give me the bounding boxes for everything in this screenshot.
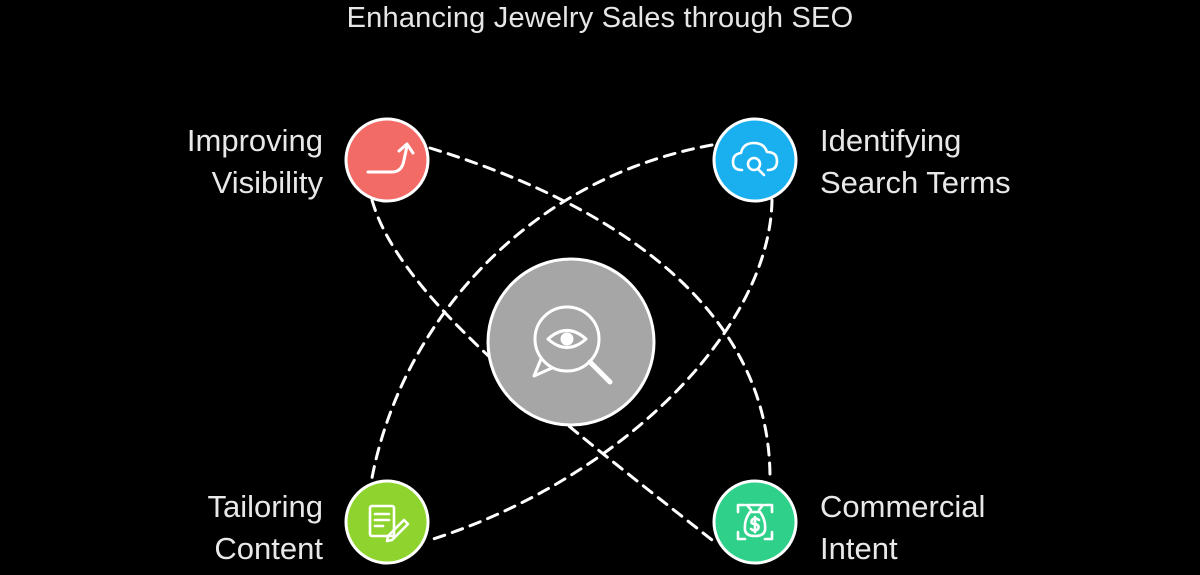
diagram-title: Enhancing Jewelry Sales through SEO	[346, 2, 854, 34]
trend-arrow-up-icon	[366, 142, 415, 174]
node-circle	[712, 117, 798, 203]
connector-top-left-to-bottom-right	[428, 146, 772, 480]
label-line: Tailoring	[207, 489, 323, 524]
label-improving-visibility: Improving Visibility	[63, 120, 323, 204]
node-commercial-intent	[712, 479, 798, 565]
connector-top-left-to-bottom-left	[370, 198, 714, 542]
node-identifying-search-terms	[712, 117, 798, 203]
label-line: Visibility	[211, 165, 323, 200]
node-circle	[344, 479, 430, 565]
document-edit-icon	[368, 504, 410, 543]
label-line: Content	[214, 531, 323, 566]
money-bag-focus-icon	[736, 503, 774, 541]
node-tailoring-content	[344, 479, 430, 565]
connector-top-right-to-bottom-right	[428, 198, 774, 542]
node-improving-visibility	[344, 117, 430, 203]
label-tailoring-content: Tailoring Content	[63, 486, 323, 570]
label-line: Improving	[186, 123, 323, 158]
cloud-search-icon	[731, 141, 779, 177]
label-line: Commercial	[820, 489, 986, 524]
label-line: Search Terms	[820, 165, 1011, 200]
label-identifying-search-terms: Identifying Search Terms	[820, 120, 1120, 204]
label-line: Intent	[820, 531, 898, 566]
node-circle	[344, 117, 430, 203]
center-node	[486, 257, 656, 427]
label-line: Identifying	[820, 123, 962, 158]
eye-magnifier-icon	[532, 305, 613, 385]
label-commercial-intent: Commercial Intent	[820, 486, 1120, 570]
connector-top-right-to-bottom-left	[370, 143, 714, 480]
